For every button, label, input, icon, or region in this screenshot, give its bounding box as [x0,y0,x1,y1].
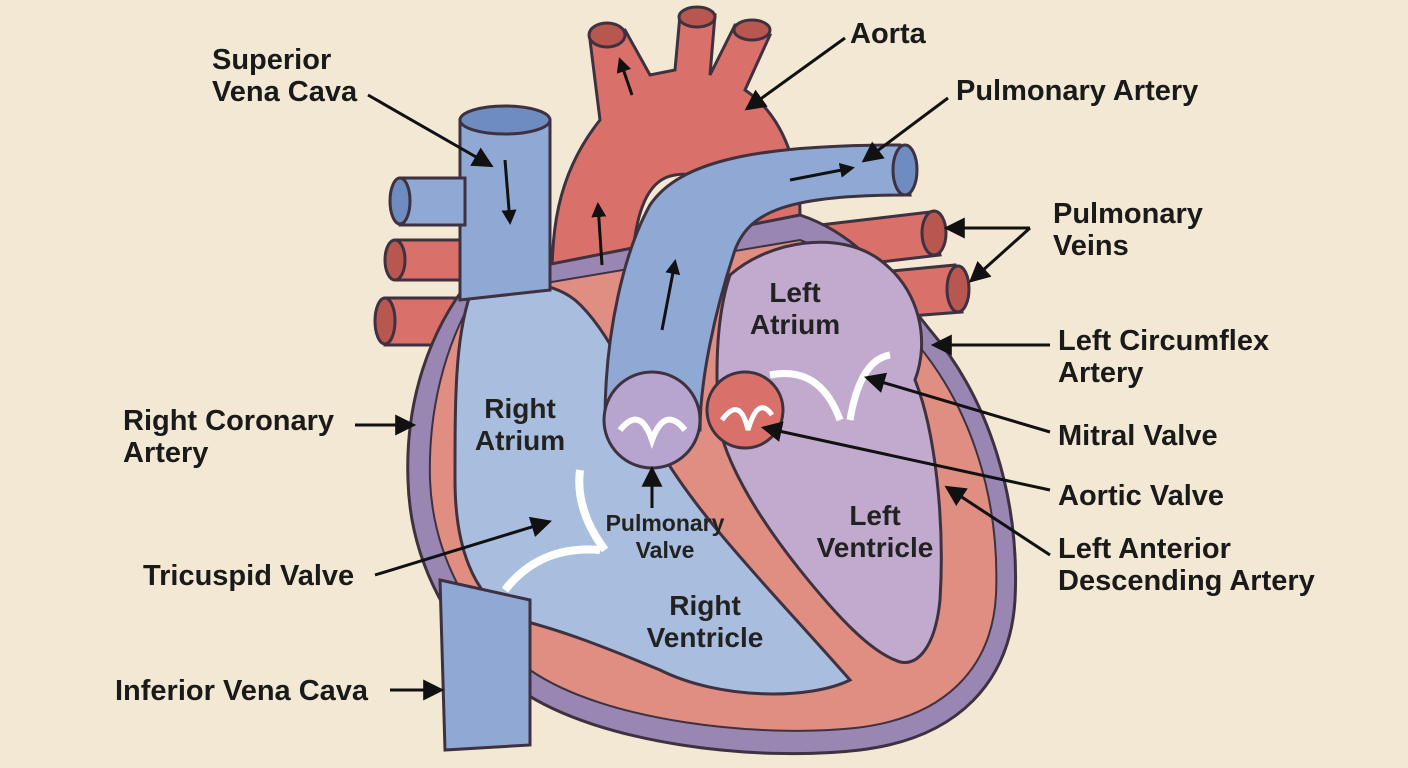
aortic-valve-shape [705,370,785,450]
label-right-coronary-artery: Right Coronary Artery [123,405,335,469]
label-superior-vena-cava: Superior Vena Cava [212,44,358,108]
flow-arrows [501,57,855,331]
pulmonary-artery-shape [603,143,919,432]
label-right-ventricle: Right Ventricle [646,590,764,653]
pulmonary-valve-shape [602,370,702,470]
label-left-atrium: Left Atrium [749,277,841,340]
label-tricuspid-valve: Tricuspid Valve [143,560,355,592]
label-pulmonary-valve: Pulmonary Valve [605,510,725,563]
label-left-anterior-descending-artery: Left Anterior Descending Artery [1058,533,1315,597]
label-aorta: Aorta [850,18,926,50]
label-mitral-valve: Mitral Valve [1058,420,1218,452]
label-left-circumflex-artery: Left Circumflex Artery [1058,325,1270,389]
tricuspid-valve-shape [501,469,609,593]
label-pulmonary-veins: Pulmonary Veins [1053,198,1203,262]
label-inferior-vena-cava: Inferior Vena Cava [115,675,369,707]
label-aortic-valve: Aortic Valve [1058,480,1225,512]
label-left-ventricle: Left Ventricle [816,500,934,563]
label-pointers [355,36,1051,701]
label-pulmonary-artery: Pulmonary Artery [956,75,1199,107]
inferior-vena-cava-shape [438,578,532,752]
label-right-atrium: Right Atrium [474,393,566,456]
